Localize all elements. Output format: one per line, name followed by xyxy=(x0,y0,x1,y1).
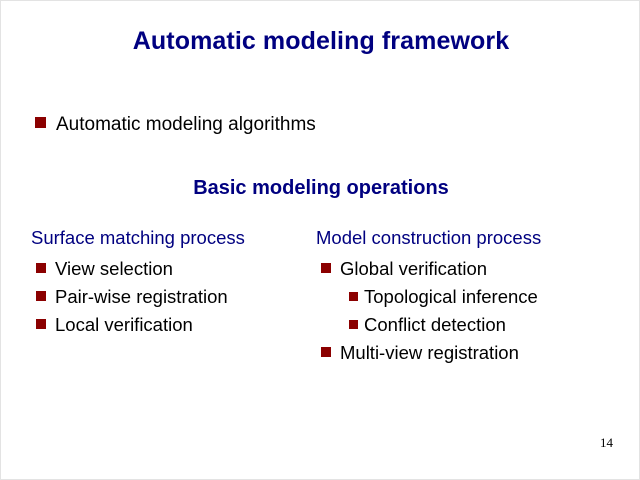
top-level-bullet-label: Automatic modeling algorithms xyxy=(56,114,316,135)
square-bullet-icon xyxy=(349,291,358,301)
list-item-label: Topological inference xyxy=(364,285,538,307)
list-item: Topological inference xyxy=(316,285,626,308)
list-item-label: Global verification xyxy=(340,257,488,279)
section-heading: Basic modeling operations xyxy=(193,177,449,199)
column-surface-matching-process: Surface matching process View selection … xyxy=(31,227,316,341)
square-bullet-icon xyxy=(321,262,331,273)
column-model-construction-process: Model construction process Global verifi… xyxy=(316,227,626,369)
square-bullet-icon xyxy=(321,346,331,357)
square-bullet-icon xyxy=(35,117,46,128)
list-item-label: Local verification xyxy=(55,313,193,335)
list-item: Multi-view registration xyxy=(316,341,626,364)
list-item: Global verification xyxy=(316,257,626,280)
list-item-label: Pair-wise registration xyxy=(55,285,228,307)
page-title: Automatic modeling framework xyxy=(132,27,510,55)
column-heading: Model construction process xyxy=(316,227,542,248)
square-bullet-icon xyxy=(349,319,358,329)
list-item-label: View selection xyxy=(55,257,173,279)
two-column-content: Surface matching process View selection … xyxy=(1,227,639,399)
column-heading: Surface matching process xyxy=(31,227,245,248)
list-item-label: Conflict detection xyxy=(364,313,506,335)
top-level-bullet-item: Automatic modeling algorithms xyxy=(35,114,316,136)
column-bullet-list: Global verification Topological inferenc… xyxy=(316,257,626,365)
list-item: Conflict detection xyxy=(316,313,626,336)
page-number: 14 xyxy=(600,435,613,450)
square-bullet-icon xyxy=(36,318,46,329)
square-bullet-icon xyxy=(36,262,46,273)
list-item: Pair-wise registration xyxy=(31,285,316,308)
square-bullet-icon xyxy=(36,290,46,301)
list-item: View selection xyxy=(31,257,316,280)
list-item: Local verification xyxy=(31,313,316,336)
column-bullet-list: View selection Pair-wise registration Lo… xyxy=(31,257,316,336)
list-item-label: Multi-view registration xyxy=(340,341,519,363)
